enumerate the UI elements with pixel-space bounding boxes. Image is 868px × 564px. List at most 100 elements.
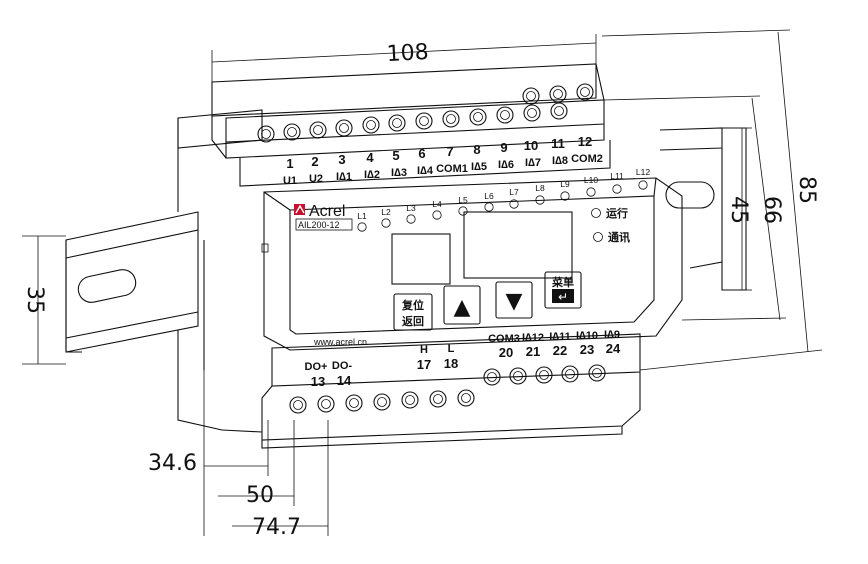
terminal-number: 1 (286, 156, 293, 171)
terminal-number: 20 (499, 345, 513, 360)
terminal-number: 5 (392, 148, 399, 163)
dim-height-66: 66 (603, 95, 787, 321)
dimension-label: 85 (794, 176, 819, 204)
terminal-signal: COM2 (571, 153, 603, 165)
terminal-signal: DO- (332, 360, 353, 372)
terminal-number: 21 (526, 344, 540, 359)
top-screws (257, 83, 594, 143)
led-indicator-icon (509, 199, 519, 209)
led-indicator-icon (612, 184, 622, 194)
led-indicators: L1 L2 L3 L4 L5 L6 L7 L8 L9 L10 L11 L12 (357, 167, 650, 232)
dim-rail-35: 35 (22, 235, 66, 365)
terminal-number: 4 (366, 150, 374, 165)
terminal-number: 10 (524, 138, 538, 153)
terminal-signal: I∆10 (576, 330, 598, 342)
status-indicators: 运行 通讯 (591, 206, 630, 244)
terminal-signal: I∆1 (336, 171, 352, 183)
bottom-terminal-numbers: 13 14 17 18 20 21 22 23 24 (311, 341, 621, 389)
terminal-number: 2 (311, 154, 318, 169)
terminal-signal: COM3 (488, 333, 520, 345)
dimension-label: 45 (726, 196, 751, 224)
terminal-number: 6 (418, 146, 425, 161)
terminal-number: 8 (473, 142, 480, 157)
down-button[interactable]: ▼ (495, 281, 533, 319)
led-indicator-icon (458, 206, 468, 216)
enter-icon: ↵ (558, 290, 568, 304)
terminal-signal: I∆9 (604, 329, 620, 341)
status-run-label: 运行 (606, 206, 628, 220)
brand-name: Acrel (309, 203, 345, 220)
dimension-label: 50 (246, 483, 274, 508)
terminal-number: 24 (606, 341, 621, 356)
housing (177, 63, 683, 449)
reset-button-top-label: 复位 (401, 298, 424, 312)
comm-led-icon (593, 232, 603, 242)
brand-logo: Acrel AIL200-12 (294, 203, 353, 231)
led-indicator-icon (638, 180, 648, 190)
terminal-signal: COM1 (436, 163, 468, 175)
terminal-signal: I∆2 (364, 169, 380, 181)
terminal-signal: DO+ (305, 361, 328, 373)
led-label: L3 (406, 203, 416, 213)
reset-button-bottom-label: 返回 (402, 314, 424, 328)
terminal-signal: U1 (283, 175, 297, 187)
menu-enter-button[interactable]: 菜单 ↵ (544, 271, 582, 309)
led-indicator-icon (560, 191, 570, 201)
terminal-number: 18 (444, 356, 458, 371)
terminal-number: 3 (338, 152, 345, 167)
terminal-number: 23 (580, 342, 594, 357)
dimension-label: 35 (22, 286, 47, 314)
led-label: L9 (560, 179, 570, 189)
reset-button[interactable]: 复位 返回 (393, 293, 433, 331)
terminal-signal: H (420, 344, 428, 356)
top-terminal-signals: U1 U2 I∆1 I∆2 I∆3 I∆4 COM1 I∆5 I∆6 I∆7 I… (283, 153, 603, 187)
terminal-signal: I∆3 (391, 167, 407, 179)
run-led-icon (591, 208, 601, 218)
terminal-number: 9 (500, 140, 507, 155)
terminal-signal: I∆6 (498, 159, 514, 171)
led-label: L5 (458, 195, 468, 205)
dimension-label: 66 (759, 196, 784, 224)
led-label: L7 (509, 187, 519, 197)
led-indicator-icon (406, 214, 416, 224)
website-label: www.acrel.cn (313, 337, 367, 347)
terminal-signal: I∆11 (549, 331, 570, 343)
led-label: L11 (610, 171, 624, 181)
model-label: AIL200-12 (298, 220, 340, 230)
terminal-signal: L (448, 343, 455, 355)
terminal-number: 14 (337, 373, 352, 388)
dim-width-108: 108 (211, 34, 597, 82)
display-left (391, 233, 451, 285)
dim-depth: 34.6 50 74.7 (148, 370, 329, 540)
terminal-number: 22 (553, 343, 567, 358)
terminal-number: 11 (551, 136, 565, 151)
terminal-number: 12 (578, 134, 592, 149)
up-arrow-icon: ▲ (454, 295, 471, 320)
led-label: L8 (535, 183, 545, 193)
led-label: L1 (357, 211, 367, 221)
terminal-number: 7 (446, 144, 453, 159)
acrel-logo-icon (294, 204, 305, 215)
terminal-number: 17 (417, 357, 431, 372)
led-indicator-icon (432, 210, 442, 220)
terminal-number: 13 (311, 374, 325, 389)
down-arrow-icon: ▼ (506, 289, 523, 314)
dimension-label: 108 (386, 40, 429, 67)
status-comm-label: 通讯 (608, 231, 630, 244)
terminal-signal: I∆5 (471, 161, 487, 173)
terminal-signal: I∆7 (525, 157, 541, 169)
terminal-signal: I∆12 (522, 332, 544, 344)
up-button[interactable]: ▲ (443, 285, 481, 325)
led-label: L2 (381, 207, 391, 217)
dim-height-45: 45 (726, 127, 752, 291)
led-label: L4 (432, 199, 442, 209)
dim-height-85: 85 (601, 29, 823, 371)
bottom-screws (289, 364, 606, 414)
led-indicator-icon (586, 187, 596, 197)
bottom-terminal-signals: DO+ DO- H L COM3 I∆12 I∆11 I∆10 I∆9 (305, 329, 620, 373)
dimension-label: 34.6 (148, 451, 197, 476)
led-label: L6 (484, 191, 494, 201)
dimension-label: 74.7 (252, 515, 301, 540)
led-indicator-icon (357, 222, 367, 232)
